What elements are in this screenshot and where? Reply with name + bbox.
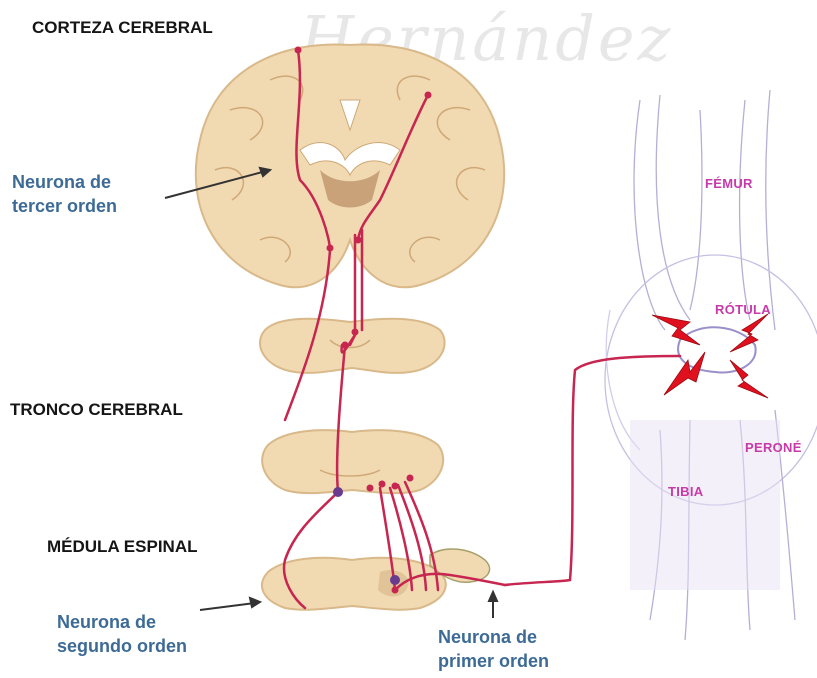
brainstem-label: TRONCO CEREBRAL <box>10 400 183 420</box>
third-order-neuron-label: Neurona de tercer orden <box>12 170 117 218</box>
first-order-line-2: primer orden <box>438 649 549 673</box>
spinal-cord-label: MÉDULA ESPINAL <box>47 537 198 557</box>
fibula-label: PERONÉ <box>745 440 802 455</box>
third-order-line-2: tercer orden <box>12 194 117 218</box>
second-order-line-1: Neurona de <box>57 610 187 634</box>
second-order-line-2: segundo orden <box>57 634 187 658</box>
cortex-label: CORTEZA CEREBRAL <box>32 18 213 38</box>
femur-label: FÉMUR <box>705 176 753 191</box>
second-order-neuron-label: Neurona de segundo orden <box>57 610 187 658</box>
patella-label: RÓTULA <box>715 302 771 317</box>
first-order-neuron-label: Neurona de primer orden <box>438 625 549 673</box>
brain-section <box>196 44 504 287</box>
brainstem-section <box>260 319 445 373</box>
tibia-label: TIBIA <box>668 484 703 499</box>
third-order-line-1: Neurona de <box>12 170 117 194</box>
first-order-line-1: Neurona de <box>438 625 549 649</box>
medulla-section <box>262 430 443 493</box>
second-order-arrow <box>200 603 255 610</box>
